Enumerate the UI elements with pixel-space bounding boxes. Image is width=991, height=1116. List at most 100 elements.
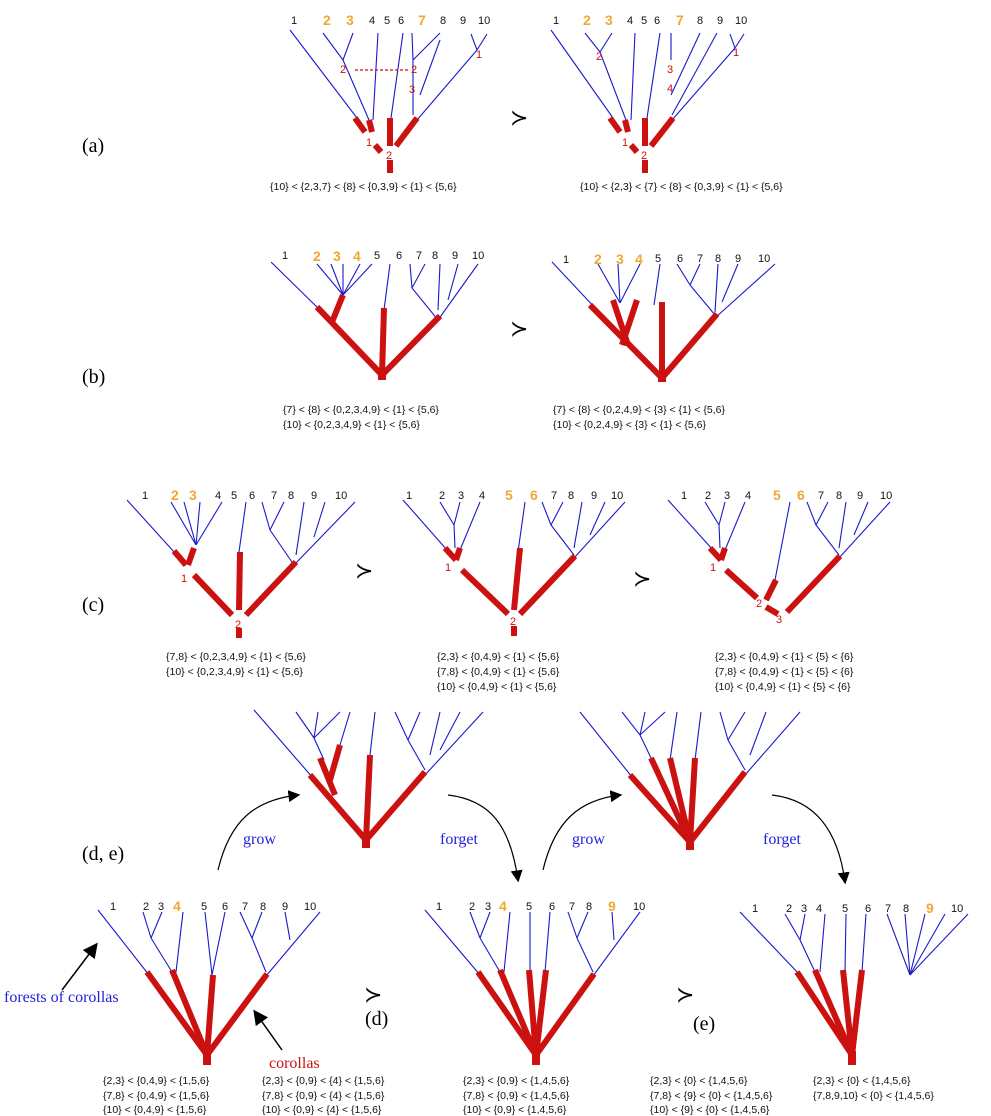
- leaf-label-highlighted: 4: [353, 248, 361, 264]
- leaf-label: 10: [758, 253, 770, 265]
- leaf-label: 1: [681, 490, 687, 502]
- node-label: 1: [445, 562, 451, 574]
- leaf-label-highlighted: 4: [173, 898, 181, 914]
- precedes-symbol: ≻: [355, 559, 373, 584]
- leaf-label: 5: [231, 490, 237, 502]
- equation-line: {7,8} < {0,2,3,4,9} < {1} < {5,6}: [166, 651, 306, 663]
- forget-arrow-1: [447, 794, 523, 883]
- leaf-label: 9: [717, 15, 723, 27]
- equation-line: {2,3} < {0} < {1,4,5,6}: [650, 1075, 748, 1087]
- leaf-label-highlighted: 7: [676, 12, 684, 28]
- leaf-label: 8: [586, 901, 592, 913]
- leaf-label: 1: [291, 15, 297, 27]
- leaf-label-highlighted: 6: [530, 487, 538, 503]
- precedes-symbol: ≻: [510, 317, 528, 342]
- tree-grow-1: [253, 709, 484, 848]
- leaf-label: 7: [551, 490, 557, 502]
- tree-a-left-labels: 1 2 3 4 5 6 7 8 9 10 2 2 3 1 1 2 {10} < …: [270, 12, 490, 193]
- equation-line: {10} < {0,4,9} < {1,5,6}: [103, 1104, 207, 1116]
- equation-line: {7,8,9,10} < {0} < {1,4,5,6}: [813, 1090, 934, 1102]
- tree-e-1: [739, 911, 969, 1065]
- leaf-label: 1: [110, 901, 116, 913]
- grow-label: grow: [572, 831, 605, 848]
- tree-d-2: [424, 909, 641, 1065]
- panel-label-b: (b): [82, 366, 105, 388]
- tree-grow-2: [579, 711, 801, 850]
- leaf-label: 4: [745, 490, 751, 502]
- leaf-label: 3: [458, 490, 464, 502]
- leaf-label: 4: [479, 490, 485, 502]
- leaf-label: 6: [677, 253, 683, 265]
- leaf-label-highlighted: 2: [594, 251, 602, 267]
- node-label: 1: [622, 137, 628, 149]
- leaf-label: 1: [142, 490, 148, 502]
- equation-line: {7,8} < {0,4,9} < {1} < {5,6}: [437, 666, 560, 678]
- leaf-label: 8: [697, 15, 703, 27]
- leaf-label: 4: [369, 15, 375, 27]
- leaf-label: 3: [158, 901, 164, 913]
- leaf-label: 3: [485, 901, 491, 913]
- node-label: 2: [411, 64, 417, 76]
- leaf-label: 10: [304, 901, 316, 913]
- grow-arrow-2: [542, 790, 623, 871]
- leaf-label: 7: [242, 901, 248, 913]
- panel-label-a: (a): [82, 135, 104, 157]
- tree-b-right: [551, 261, 776, 382]
- equation-line: {7} < {8} < {0,2,4,9} < {3} < {1} < {5,6…: [553, 404, 725, 416]
- equation-line: {10} < {2,3} < {7} < {8} < {0,3,9} < {1}…: [580, 181, 783, 193]
- tree-b-right-labels: 1 2 3 4 5 6 7 8 9 10 {7} < {8} < {0,2,4,…: [553, 251, 770, 431]
- node-label: 4: [667, 83, 673, 95]
- equation-line: {2,3} < {0} < {1,4,5,6}: [813, 1075, 911, 1087]
- leaf-label-highlighted: 2: [171, 487, 179, 503]
- leaf-label: 8: [568, 490, 574, 502]
- leaf-label: 4: [627, 15, 633, 27]
- tree-c-1-labels: 1 2 3 4 5 6 7 8 9 10 1 2 {7,8} < {0,2,3,…: [142, 487, 347, 678]
- leaf-label: 9: [460, 15, 466, 27]
- panel-label-de: (d, e): [82, 843, 124, 865]
- node-label: 1: [733, 47, 739, 59]
- leaf-label-highlighted: 2: [313, 248, 321, 264]
- leaf-label: 7: [885, 903, 891, 915]
- forget-label: forget: [440, 831, 478, 848]
- leaf-label: 6: [549, 901, 555, 913]
- leaf-label: 8: [288, 490, 294, 502]
- node-label: 3: [776, 614, 782, 626]
- leaf-label-highlighted: 7: [418, 12, 426, 28]
- leaf-label: 10: [335, 490, 347, 502]
- leaf-label: 9: [591, 490, 597, 502]
- equation-line: {2,3} < {0,4,9} < {1} < {5} < {6}: [715, 651, 854, 663]
- leaf-label: 8: [715, 253, 721, 265]
- node-label: 2: [756, 598, 762, 610]
- leaf-label: 2: [786, 903, 792, 915]
- tree-d-1-labels: 1 2 3 4 5 6 7 8 9 10: [110, 898, 316, 914]
- corolla-pointer-arrow: [253, 1009, 283, 1051]
- leaf-label: 5: [842, 903, 848, 915]
- leaf-label: 6: [222, 901, 228, 913]
- tree-a-right: [550, 29, 745, 173]
- equation-line: {10} < {0,9} < {1,4,5,6}: [463, 1104, 567, 1116]
- equation-line: {7,8} < {9} < {0} < {1,4,5,6}: [650, 1090, 773, 1102]
- node-label: 1: [366, 137, 372, 149]
- leaf-label: 5: [384, 15, 390, 27]
- equation-line: {2,3} < {0,9} < {1,4,5,6}: [463, 1075, 570, 1087]
- node-label: 2: [641, 150, 647, 162]
- node-label: 3: [409, 84, 415, 96]
- panel-label-c: (c): [82, 594, 104, 616]
- equation-line: {7,8} < {0,4,9} < {1,5,6}: [103, 1090, 210, 1102]
- tree-d-mid-equations: {2,3} < {0,9} < {4} < {1,5,6} {7,8} < {0…: [262, 1075, 385, 1116]
- leaf-label: 10: [880, 490, 892, 502]
- forget-arrow-2: [771, 794, 850, 885]
- node-label: 2: [386, 150, 392, 162]
- tree-e-equations: {2,3} < {0} < {1,4,5,6} {7,8} < {9} < {0…: [650, 1075, 934, 1116]
- tree-d-1-equations: {2,3} < {0,4,9} < {1,5,6} {7,8} < {0,4,9…: [103, 1075, 210, 1116]
- tree-c-2-labels: 1 2 3 4 5 6 7 8 9 10 1 2 {2,3} < {0,4,9}…: [406, 487, 623, 693]
- node-label: 1: [710, 562, 716, 574]
- precedes-symbol: ≻: [510, 106, 528, 131]
- leaf-label-highlighted: 2: [583, 12, 591, 28]
- leaf-label: 10: [633, 901, 645, 913]
- leaf-label: 1: [406, 490, 412, 502]
- tree-c-1: [126, 499, 356, 638]
- leaf-label: 2: [143, 901, 149, 913]
- corollas-label: corollas: [269, 1055, 320, 1072]
